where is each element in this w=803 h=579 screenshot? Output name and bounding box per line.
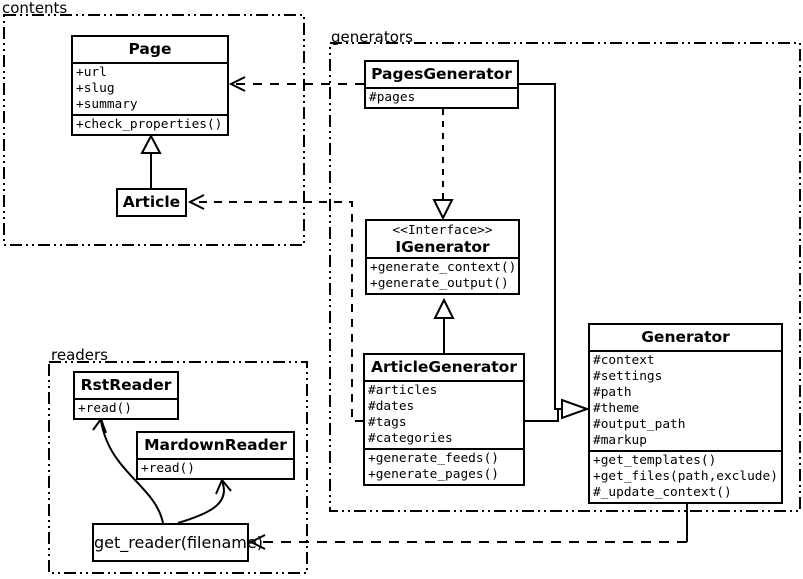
attribute: #dates	[368, 399, 415, 414]
class-methods: +generate_context() +generate_output()	[367, 257, 518, 293]
class-box-articlegenerator: ArticleGenerator #articles #dates #tags …	[363, 353, 525, 486]
method: +get_templates()	[593, 453, 717, 468]
inheritance-articlegenerator-to-igenerator	[433, 297, 455, 353]
function-box-get-reader: get_reader(filename)	[92, 523, 263, 562]
class-methods: +read()	[75, 398, 177, 418]
attribute: #theme	[593, 401, 640, 416]
attribute: #categories	[368, 431, 453, 446]
curve-line	[100, 420, 164, 524]
class-box-igenerator: <<Interface>> IGenerator +generate_conte…	[365, 219, 520, 295]
realization-triangle-icon	[432, 199, 454, 221]
attribute: +url	[76, 65, 107, 80]
attribute: #settings	[593, 369, 663, 384]
attribute: #output_path	[593, 417, 686, 432]
class-attributes: +url +slug +summary	[73, 62, 227, 114]
open-arrowhead-icon	[215, 478, 232, 495]
inheritance-triangle-icon	[140, 133, 162, 154]
method: +check_properties()	[76, 117, 223, 132]
class-title: Page	[128, 40, 172, 58]
class-title: PagesGenerator	[371, 65, 512, 83]
class-box-rstreader: RstReader +read()	[73, 371, 179, 420]
attribute: #articles	[368, 383, 438, 398]
method: +read()	[141, 461, 195, 476]
inheritance-article-to-page	[140, 133, 162, 188]
class-attributes: #pages	[366, 87, 517, 107]
class-title: RstReader	[80, 376, 172, 394]
attribute: #pages	[369, 90, 416, 105]
package-label-readers: readers	[51, 346, 108, 364]
attribute: +slug	[76, 81, 115, 96]
class-methods: +get_templates() +get_files(path,exclude…	[590, 450, 781, 502]
package-border-generators	[329, 42, 801, 512]
dependency-line	[192, 201, 363, 422]
package-border-contents	[3, 14, 305, 246]
arrow-getreader-to-mardownreader	[177, 478, 232, 524]
inheritance-generators-to-generator	[519, 83, 590, 422]
attribute: #tags	[368, 415, 407, 430]
class-attributes: #articles #dates #tags #categories	[365, 380, 523, 448]
class-title: IGenerator	[395, 238, 490, 256]
open-arrowhead-icon	[248, 534, 266, 550]
inheritance-line-articlegenerator	[525, 409, 559, 422]
dependency-articlegenerator-to-article	[187, 194, 363, 422]
open-arrowhead-icon	[228, 76, 246, 92]
class-methods: +read()	[138, 458, 293, 478]
package-border-readers	[48, 361, 308, 574]
class-methods: +check_properties()	[73, 114, 227, 134]
attribute: #markup	[593, 433, 647, 448]
class-stereotype: <<Interface>>	[392, 223, 493, 238]
method: #_update_context()	[593, 485, 732, 500]
curve-line	[177, 480, 225, 524]
package-label-generators: generators	[331, 28, 413, 46]
inheritance-triangle-icon	[561, 398, 590, 420]
method: +generate_pages()	[368, 467, 499, 482]
attribute: #path	[593, 385, 632, 400]
package-label-contents: contents	[2, 0, 68, 17]
attribute: +summary	[76, 97, 138, 112]
method: +read()	[78, 401, 132, 416]
class-title: Generator	[641, 328, 730, 346]
open-arrowhead-icon	[187, 194, 205, 210]
method: +generate_output()	[370, 276, 509, 291]
dependency-generator-to-getreader	[248, 501, 688, 550]
class-attributes: #context #settings #path #theme #output_…	[590, 350, 781, 450]
class-title: ArticleGenerator	[371, 358, 517, 376]
inheritance-line-pagesgenerator	[519, 83, 562, 410]
class-title: Article	[122, 193, 181, 211]
class-header: <<Interface>> IGenerator	[367, 221, 518, 257]
inheritance-triangle-icon	[433, 297, 455, 319]
class-box-mardownreader: MardownReader +read()	[136, 431, 295, 480]
dependency-pagesgenerator-to-page	[228, 76, 364, 92]
attribute: #context	[593, 353, 655, 368]
class-methods: +generate_feeds() +generate_pages()	[365, 448, 523, 484]
class-title: MardownReader	[144, 436, 287, 454]
realization-pagesgenerator-to-igenerator	[432, 109, 454, 221]
method: +generate_feeds()	[368, 451, 499, 466]
class-box-generator: Generator #context #settings #path #them…	[588, 323, 783, 504]
class-box-pagesgenerator: PagesGenerator #pages	[364, 60, 519, 109]
class-box-article: Article	[116, 188, 187, 217]
method: +generate_context()	[370, 260, 517, 275]
class-box-page: Page +url +slug +summary +check_properti…	[71, 35, 229, 136]
method: +get_files(path,exclude)	[593, 469, 778, 484]
